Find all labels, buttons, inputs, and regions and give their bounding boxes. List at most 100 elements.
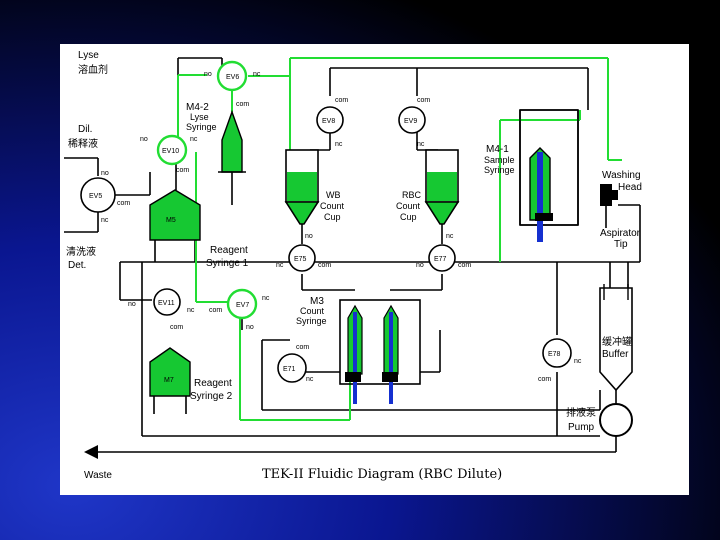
svg-text:nc: nc [574, 358, 582, 365]
labels: Lyse 溶血剂 Dil. 稀释液 清洗液 Det. Waste M4-2 Ly… [66, 50, 642, 482]
svg-text:nc: nc [190, 136, 198, 143]
label-reagent-2: Reagent [194, 378, 232, 389]
diagram-panel [60, 44, 689, 495]
valve-ev5: EV5 no com nc [80, 170, 130, 224]
label-tip: Tip [614, 239, 628, 250]
label-rbc-count: Count [396, 201, 421, 211]
label-reagent-syringe-1: Syringe 1 [206, 258, 249, 269]
svg-text:no: no [140, 136, 148, 143]
label-wbc: WB [326, 190, 341, 200]
valve-e71: E71 com nc [277, 344, 314, 383]
svg-text:EV9: EV9 [404, 118, 417, 125]
label-lyse: Lyse [78, 50, 99, 61]
valve-ev7: EV7 com nc no [209, 288, 270, 331]
svg-text:nc: nc [446, 233, 454, 240]
svg-text:com: com [538, 376, 551, 383]
svg-text:com: com [236, 101, 249, 108]
svg-text:com: com [117, 200, 130, 207]
buffer-tank [599, 284, 633, 392]
rbc-count-cup [424, 149, 460, 225]
svg-text:com: com [296, 344, 309, 351]
svg-text:nc: nc [335, 141, 343, 148]
svg-text:no: no [204, 71, 212, 78]
reagent-syringe-m5: M5 [149, 189, 201, 241]
label-waste: Waste [84, 470, 112, 481]
label-wbc-cup: Cup [324, 212, 341, 222]
svg-text:E77: E77 [434, 256, 447, 263]
svg-text:com: com [209, 307, 222, 314]
svg-text:EV11: EV11 [158, 300, 175, 307]
label-m4-2-syringe: Syringe [186, 122, 217, 132]
label-det: Det. [68, 260, 86, 271]
label-det-cn: 清洗液 [66, 245, 96, 258]
label-reagent-syringe-2: Syringe 2 [190, 391, 233, 402]
label-dil: Dil. [78, 124, 92, 135]
valve-e77: E77 nc no com [416, 233, 471, 272]
label-buffer-cn: 缓冲罐 [602, 335, 632, 348]
svg-text:EV6: EV6 [226, 74, 239, 81]
svg-text:nc: nc [276, 262, 284, 269]
label-head: Head [618, 182, 642, 193]
label-m4-1-sample: Sample [484, 155, 515, 165]
label-lyse-cn: 溶血剂 [78, 63, 108, 76]
label-reagent-1: Reagent [210, 245, 248, 256]
svg-text:nc: nc [417, 141, 425, 148]
green-tubing [177, 57, 622, 421]
label-wbc-count: Count [320, 201, 345, 211]
svg-text:com: com [318, 262, 331, 269]
svg-text:nc: nc [253, 71, 261, 78]
valve-ev9: EV9 com nc [398, 97, 430, 148]
label-pump-cn: 排液泵 [566, 406, 596, 419]
svg-text:nc: nc [306, 376, 314, 383]
svg-text:nc: nc [187, 307, 195, 314]
label-m3: M3 [310, 296, 324, 307]
svg-text:EV10: EV10 [162, 148, 179, 155]
svg-text:E75: E75 [294, 256, 307, 263]
svg-text:M5: M5 [166, 217, 176, 224]
svg-text:no: no [416, 262, 424, 269]
count-syringe-m3 [339, 299, 421, 404]
valve-ev11: EV11 no nc com [128, 288, 195, 331]
svg-text:no: no [246, 324, 254, 331]
diagram-title: TEK-II Fluidic Diagram (RBC Dilute) [262, 467, 502, 482]
label-m3-count: Count [300, 306, 325, 316]
label-rbc-cup: Cup [400, 212, 417, 222]
svg-text:no: no [305, 233, 313, 240]
svg-text:EV7: EV7 [236, 302, 249, 309]
label-dil-cn: 稀释液 [68, 137, 98, 150]
reagent-syringe-m7: M7 [149, 347, 191, 414]
waste-arrow-icon [84, 445, 98, 459]
washing-head [600, 184, 618, 228]
svg-text:no: no [101, 170, 109, 177]
svg-text:EV8: EV8 [322, 118, 335, 125]
svg-text:no: no [128, 301, 136, 308]
label-m3-syringe: Syringe [296, 316, 327, 326]
svg-text:nc: nc [262, 295, 270, 302]
svg-text:com: com [458, 262, 471, 269]
label-washing: Washing [602, 170, 641, 181]
pump [599, 403, 633, 437]
valve-ev6: EV6 no nc com [204, 60, 261, 108]
sample-syringe-m4-1 [519, 109, 579, 242]
svg-text:com: com [176, 167, 189, 174]
wbc-count-cup [284, 149, 320, 225]
label-m4-2-lyse: Lyse [190, 112, 209, 122]
label-m4-1-syringe: Syringe [484, 165, 515, 175]
svg-text:com: com [335, 97, 348, 104]
valve-e75: E75 no nc com [276, 233, 331, 272]
svg-text:com: com [170, 324, 183, 331]
svg-text:com: com [417, 97, 430, 104]
label-m4-1: M4-1 [486, 144, 509, 155]
label-m4-2: M4-2 [186, 102, 209, 113]
svg-text:EV5: EV5 [89, 193, 102, 200]
label-pump: Pump [568, 422, 595, 433]
svg-text:E78: E78 [548, 351, 561, 358]
black-tubing [64, 57, 641, 453]
label-aspirator: Aspirator [600, 228, 641, 239]
valve-e78: E78 nc com [538, 338, 582, 383]
lyse-syringe-m4-2 [218, 109, 246, 205]
label-rbc: RBC [402, 190, 422, 200]
svg-text:M7: M7 [164, 377, 174, 384]
svg-text:nc: nc [101, 217, 109, 224]
